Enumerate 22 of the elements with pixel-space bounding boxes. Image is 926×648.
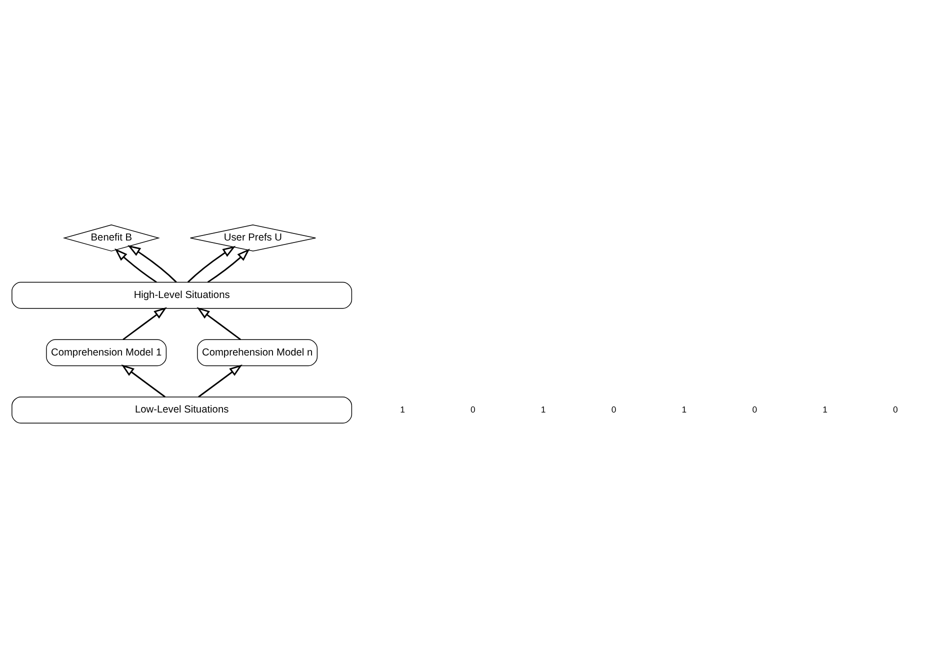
- label: 1: [822, 404, 827, 414]
- node-box: Comprehension Model n: [196, 339, 318, 366]
- label: 1: [400, 404, 404, 414]
- arrow: [198, 364, 242, 398]
- node-box: High-Level Situations: [11, 282, 352, 309]
- arrow: [122, 307, 166, 340]
- node-box: Low-Level Situations: [11, 396, 352, 424]
- label: 1: [540, 404, 546, 414]
- node-diamond: Benefit B: [62, 224, 160, 252]
- arrow: [196, 307, 240, 340]
- arrow: [186, 246, 236, 283]
- arrow: [127, 245, 176, 283]
- label: 0: [610, 404, 616, 414]
- arrow: [120, 364, 165, 398]
- node-diamond: User Prefs U: [189, 224, 316, 252]
- label: 0: [892, 404, 898, 414]
- node-box: Comprehension Model 1: [46, 339, 166, 366]
- label: 0: [752, 404, 757, 414]
- arrow: [206, 248, 250, 283]
- arrow: [114, 248, 156, 283]
- label: 1: [681, 404, 686, 414]
- label: 0: [470, 404, 475, 414]
